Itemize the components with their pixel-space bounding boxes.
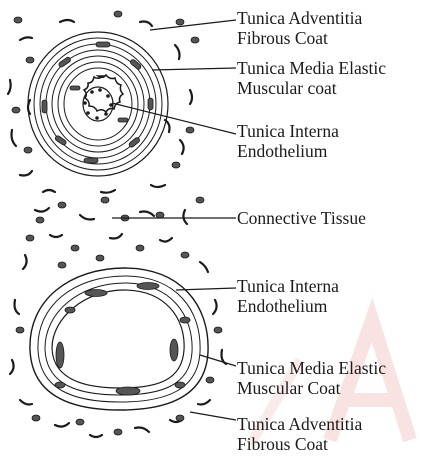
label-artery-interna-line2: Endothelium	[237, 141, 339, 161]
label-connective-tissue: Connective Tissue	[237, 208, 366, 228]
artery-endothelial-nuclei	[83, 88, 113, 120]
artery-media-ring-6	[58, 62, 138, 146]
label-artery-media-line2: Muscular coat	[237, 78, 386, 98]
label-vein-adventitia-line1: Tunica Adventitia	[237, 414, 362, 434]
label-artery-media-line1: Tunica Media Elastic	[237, 58, 386, 78]
label-artery-adventitia: Tunica Adventitia Fibrous Coat	[237, 8, 362, 48]
leader-artery-adventitia	[150, 20, 236, 30]
vein-media-2	[45, 283, 192, 395]
artery-lumen	[83, 87, 113, 121]
leader-vein-media	[200, 355, 236, 366]
label-vein-media: Tunica Media Elastic Muscular Coat	[237, 358, 386, 398]
label-artery-interna-line1: Tunica Interna	[237, 121, 339, 141]
label-artery-interna: Tunica Interna Endothelium	[237, 121, 339, 161]
label-vein-adventitia-line2: Fibrous Coat	[237, 434, 362, 454]
label-vein-media-line2: Muscular Coat	[237, 378, 386, 398]
label-vein-adventitia: Tunica Adventitia Fibrous Coat	[237, 414, 362, 454]
label-vein-interna-line1: Tunica Interna	[237, 276, 339, 296]
leader-artery-interna	[112, 103, 236, 134]
label-connective-line1: Connective Tissue	[237, 208, 366, 228]
label-artery-media: Tunica Media Elastic Muscular coat	[237, 58, 386, 98]
vein-interna	[52, 290, 184, 388]
label-vein-interna: Tunica Interna Endothelium	[237, 276, 339, 316]
label-vein-interna-line2: Endothelium	[237, 296, 339, 316]
label-artery-adventitia-line1: Tunica Adventitia	[237, 8, 362, 28]
leader-vein-adventitia	[190, 412, 236, 420]
artery-media-ring-2	[34, 38, 162, 170]
artery-cross-section	[28, 32, 168, 176]
leader-artery-media	[152, 68, 236, 70]
artery-media-ring-5	[52, 56, 144, 152]
artery-elastic-lamina	[84, 75, 123, 112]
label-artery-adventitia-line2: Fibrous Coat	[237, 28, 362, 48]
artery-media-ring-1	[28, 32, 168, 176]
label-vein-media-line1: Tunica Media Elastic	[237, 358, 386, 378]
